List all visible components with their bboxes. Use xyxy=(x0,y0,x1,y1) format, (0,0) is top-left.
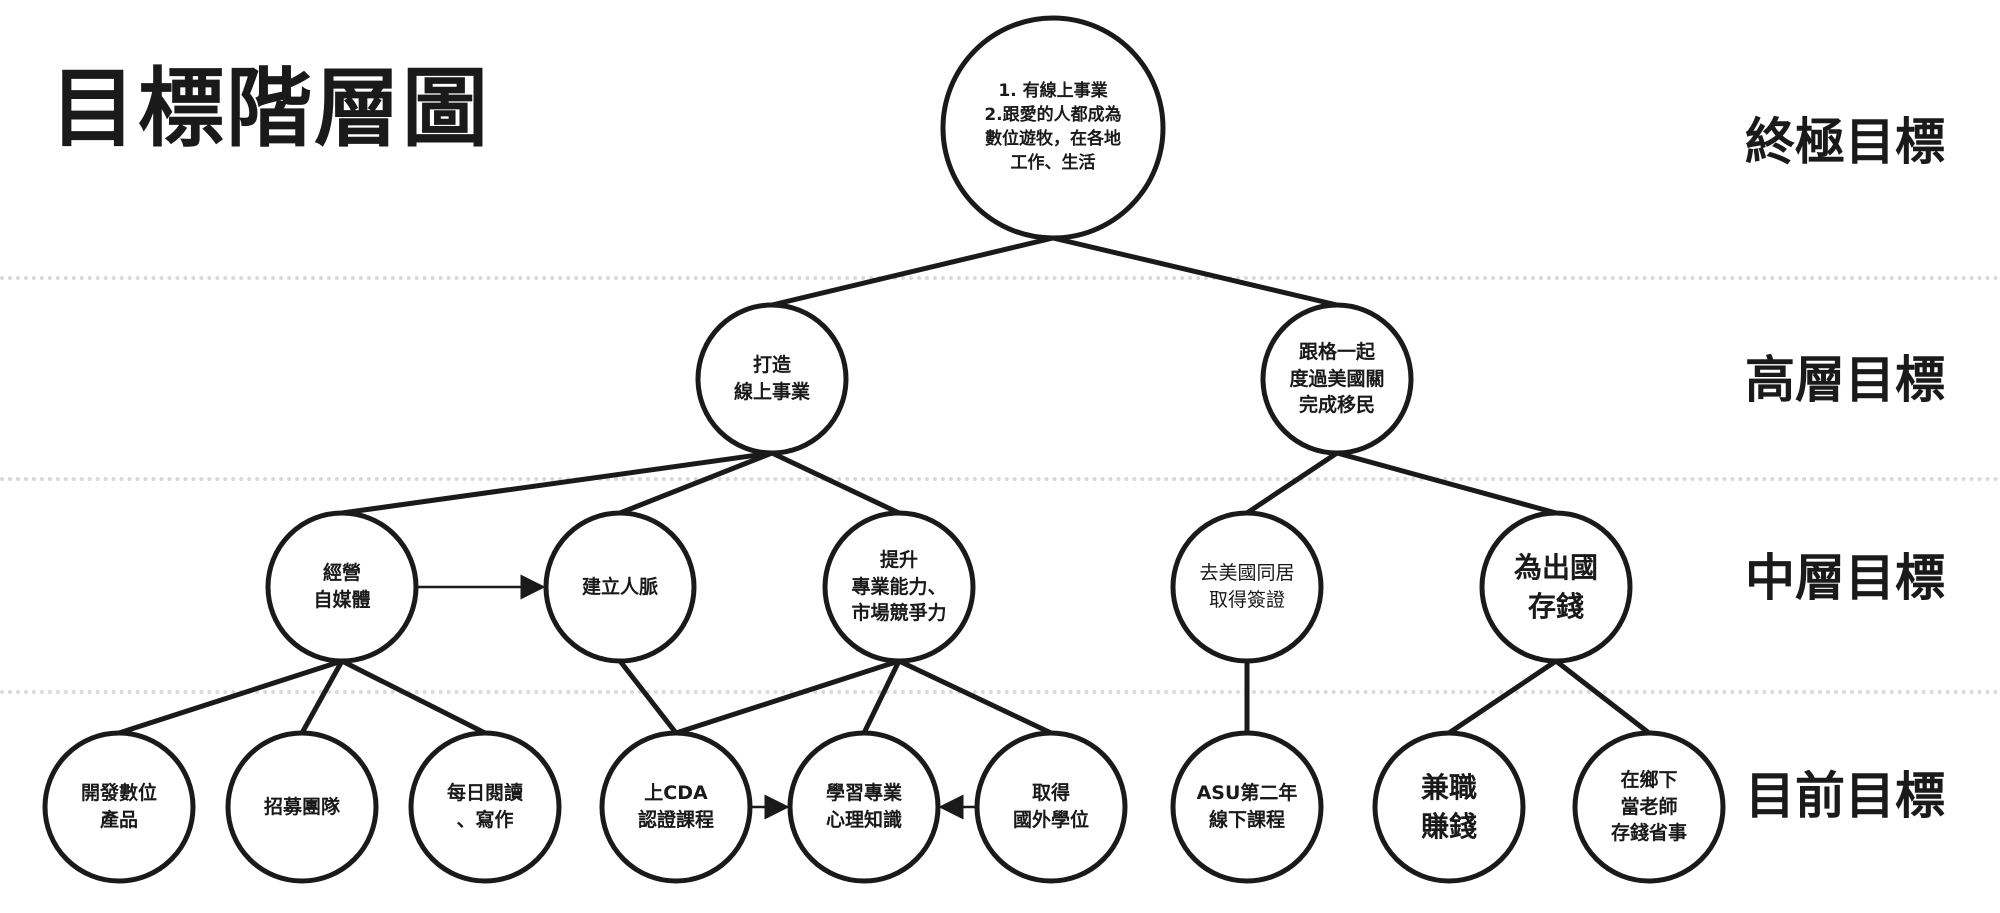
edge xyxy=(897,658,1053,736)
node-team: 招募團隊 xyxy=(263,795,340,818)
node-skills: 提升 專業能力、 市場競爭力 xyxy=(851,549,947,625)
edge xyxy=(771,235,1054,308)
node-network: 建立人脈 xyxy=(581,575,658,598)
edge xyxy=(770,450,901,516)
level-divider xyxy=(0,477,2000,481)
node-degree: 取得 國外學位 xyxy=(1012,782,1089,831)
edge xyxy=(675,658,900,736)
level-divider xyxy=(0,690,2000,694)
level-label-high: 高層目標 xyxy=(1745,351,1945,409)
edge xyxy=(299,659,345,735)
edge xyxy=(1554,659,1651,735)
node-self-media: 經營 自媒體 xyxy=(313,562,371,611)
edge xyxy=(618,659,678,735)
node-asu: ASU第二年 線下課程 xyxy=(1196,782,1298,831)
node-digital-product: 開發數位 產品 xyxy=(80,782,157,831)
edge xyxy=(861,659,902,735)
node-immigrate: 跟格一起 度過美國關 完成移民 xyxy=(1289,341,1385,417)
node-visa: 去美國同居 取得簽證 xyxy=(1199,562,1295,611)
node-parttime: 兼職 賺錢 xyxy=(1420,770,1477,843)
node-psychology: 學習專業 心理知識 xyxy=(825,782,902,831)
level-label-current: 目前目標 xyxy=(1745,767,1945,825)
page-title: 目標階層圖 xyxy=(50,59,490,159)
node-ultimate-goal: 1. 有線上事業 2.跟愛的人都成為 數位遊牧，在各地 工作、生活 xyxy=(984,81,1122,173)
edge xyxy=(340,658,487,736)
node-online-business: 打造 線上事業 xyxy=(733,354,810,403)
node-cda: 上CDA 認證課程 xyxy=(637,782,714,831)
level-label-mid: 中層目標 xyxy=(1745,549,1945,607)
edge xyxy=(341,450,773,516)
edge xyxy=(118,658,343,736)
level-divider xyxy=(0,276,2000,280)
edge xyxy=(1447,658,1558,736)
edge xyxy=(619,450,773,516)
level-label-ultimate: 終極目標 xyxy=(1745,113,1945,171)
edge xyxy=(1336,450,1557,516)
edge xyxy=(1245,450,1339,516)
node-teacher: 在鄉下 當老師 存錢省事 xyxy=(1610,769,1687,845)
edge xyxy=(1052,235,1338,308)
node-reading: 每日閱讀 、寫作 xyxy=(446,782,523,831)
node-save-money: 為出國 存錢 xyxy=(1513,550,1598,623)
